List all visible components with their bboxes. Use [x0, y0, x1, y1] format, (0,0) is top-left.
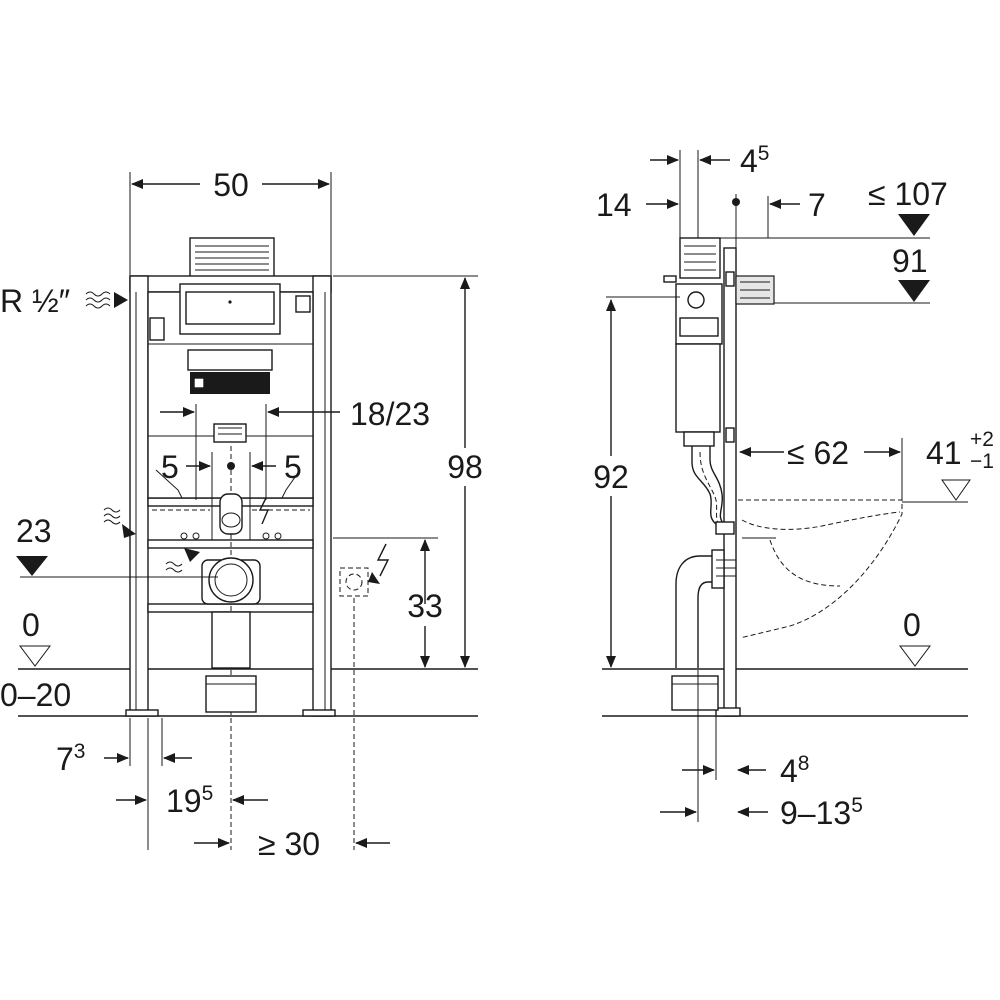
height-91: 91 — [774, 243, 930, 304]
wall-level-23: 23 — [16, 507, 218, 578]
max-height-value: ≤ 107 — [868, 176, 948, 212]
dim-4-8-sup: 8 — [798, 752, 810, 775]
dim-14-value: 14 — [596, 187, 632, 223]
dim-7-value: 7 — [808, 187, 826, 223]
frame-height-dimension: 98 — [333, 275, 483, 668]
frame-height-value: 98 — [447, 449, 483, 485]
seat-height-sup-bottom: −1 — [970, 450, 994, 473]
max-height-107: ≤ 107 — [700, 176, 948, 239]
flush-connection-value: 18/23 — [350, 396, 430, 432]
flush-connection-dimension: 18/23 — [160, 396, 430, 500]
waste-outlet — [201, 557, 261, 713]
seat-height: 41 +2 −1 — [902, 428, 994, 503]
side-waste-pipe — [671, 549, 736, 711]
front-view: 50 — [0, 167, 483, 862]
socket-electric-icon — [376, 543, 390, 577]
dimension-9-13-5: 9–135 — [660, 794, 863, 831]
dim-9-13-5-base: 9–13 — [780, 795, 851, 831]
dim-4-5-sup: 5 — [758, 142, 770, 165]
inlet-water-wave-icon — [165, 561, 183, 573]
width-value: 50 — [213, 167, 249, 203]
side-floor-level-0: 0 — [899, 607, 931, 667]
water-connection-value: R ½″ — [0, 283, 70, 319]
dim-7-3-base: 7 — [56, 741, 74, 777]
height-92-value: 92 — [593, 459, 629, 495]
side-view: 45 14 7 ≤ 107 91 — [593, 142, 994, 831]
dimension-7-3: 73 — [56, 718, 192, 850]
height-92-dimension: 92 — [593, 296, 680, 668]
floor-range-value: 0–20 — [0, 677, 71, 713]
floor-level-0: 0 0–20 — [0, 607, 71, 713]
power-socket — [333, 537, 438, 850]
dim-4-5-base: 4 — [740, 143, 758, 179]
dim-19-5-sup: 5 — [202, 782, 214, 805]
wall-water-wave-icon — [103, 507, 121, 525]
svg-text:45: 45 — [740, 142, 769, 179]
width-dimension: 50 — [129, 167, 332, 275]
minimum-distance-dimension: ≥ 30 — [194, 826, 390, 862]
wall-level-value: 23 — [16, 513, 52, 549]
dimension-19-5: 195 — [116, 782, 268, 819]
max-depth-dimension: ≤ 62 — [739, 435, 903, 500]
svg-text:195: 195 — [166, 782, 213, 819]
side-cistern — [675, 283, 723, 447]
floor-level-value: 0 — [22, 607, 40, 643]
dim-9-13-5-sup: 5 — [851, 794, 863, 817]
seat-height-sup-top: +2 — [970, 428, 994, 451]
water-wave-icon — [85, 291, 111, 309]
offset-right-value: 5 — [284, 449, 302, 485]
dim-7-3-sup: 3 — [74, 740, 86, 763]
svg-text:73: 73 — [56, 740, 85, 777]
flush-actuator-box — [189, 237, 275, 279]
svg-text:9–135: 9–135 — [780, 794, 863, 831]
side-frame — [663, 237, 775, 717]
water-connection-label: R ½″ — [0, 283, 128, 319]
offset-left-value: 5 — [161, 449, 179, 485]
side-floor-level-value: 0 — [903, 607, 921, 643]
dimension-4-5: 45 — [650, 142, 769, 240]
dimension-14: 14 — [596, 187, 679, 223]
seat-height-base: 41 — [926, 435, 962, 471]
brand-logo: GEBERIT — [214, 378, 258, 388]
max-depth-value: ≤ 62 — [787, 435, 849, 471]
flush-hose — [691, 446, 735, 535]
dim-4-8-base: 4 — [780, 753, 798, 789]
flush-pipe — [152, 493, 310, 540]
minimum-distance-value: ≥ 30 — [258, 826, 320, 862]
svg-text:48: 48 — [780, 752, 809, 789]
socket-height-dimension: 33 — [407, 539, 443, 668]
socket-height-value: 33 — [407, 588, 443, 624]
height-91-value: 91 — [892, 243, 928, 279]
wall-hung-toilet — [738, 499, 903, 639]
dimension-4-8: 48 — [682, 670, 809, 822]
dim-19-5-base: 19 — [166, 783, 202, 819]
